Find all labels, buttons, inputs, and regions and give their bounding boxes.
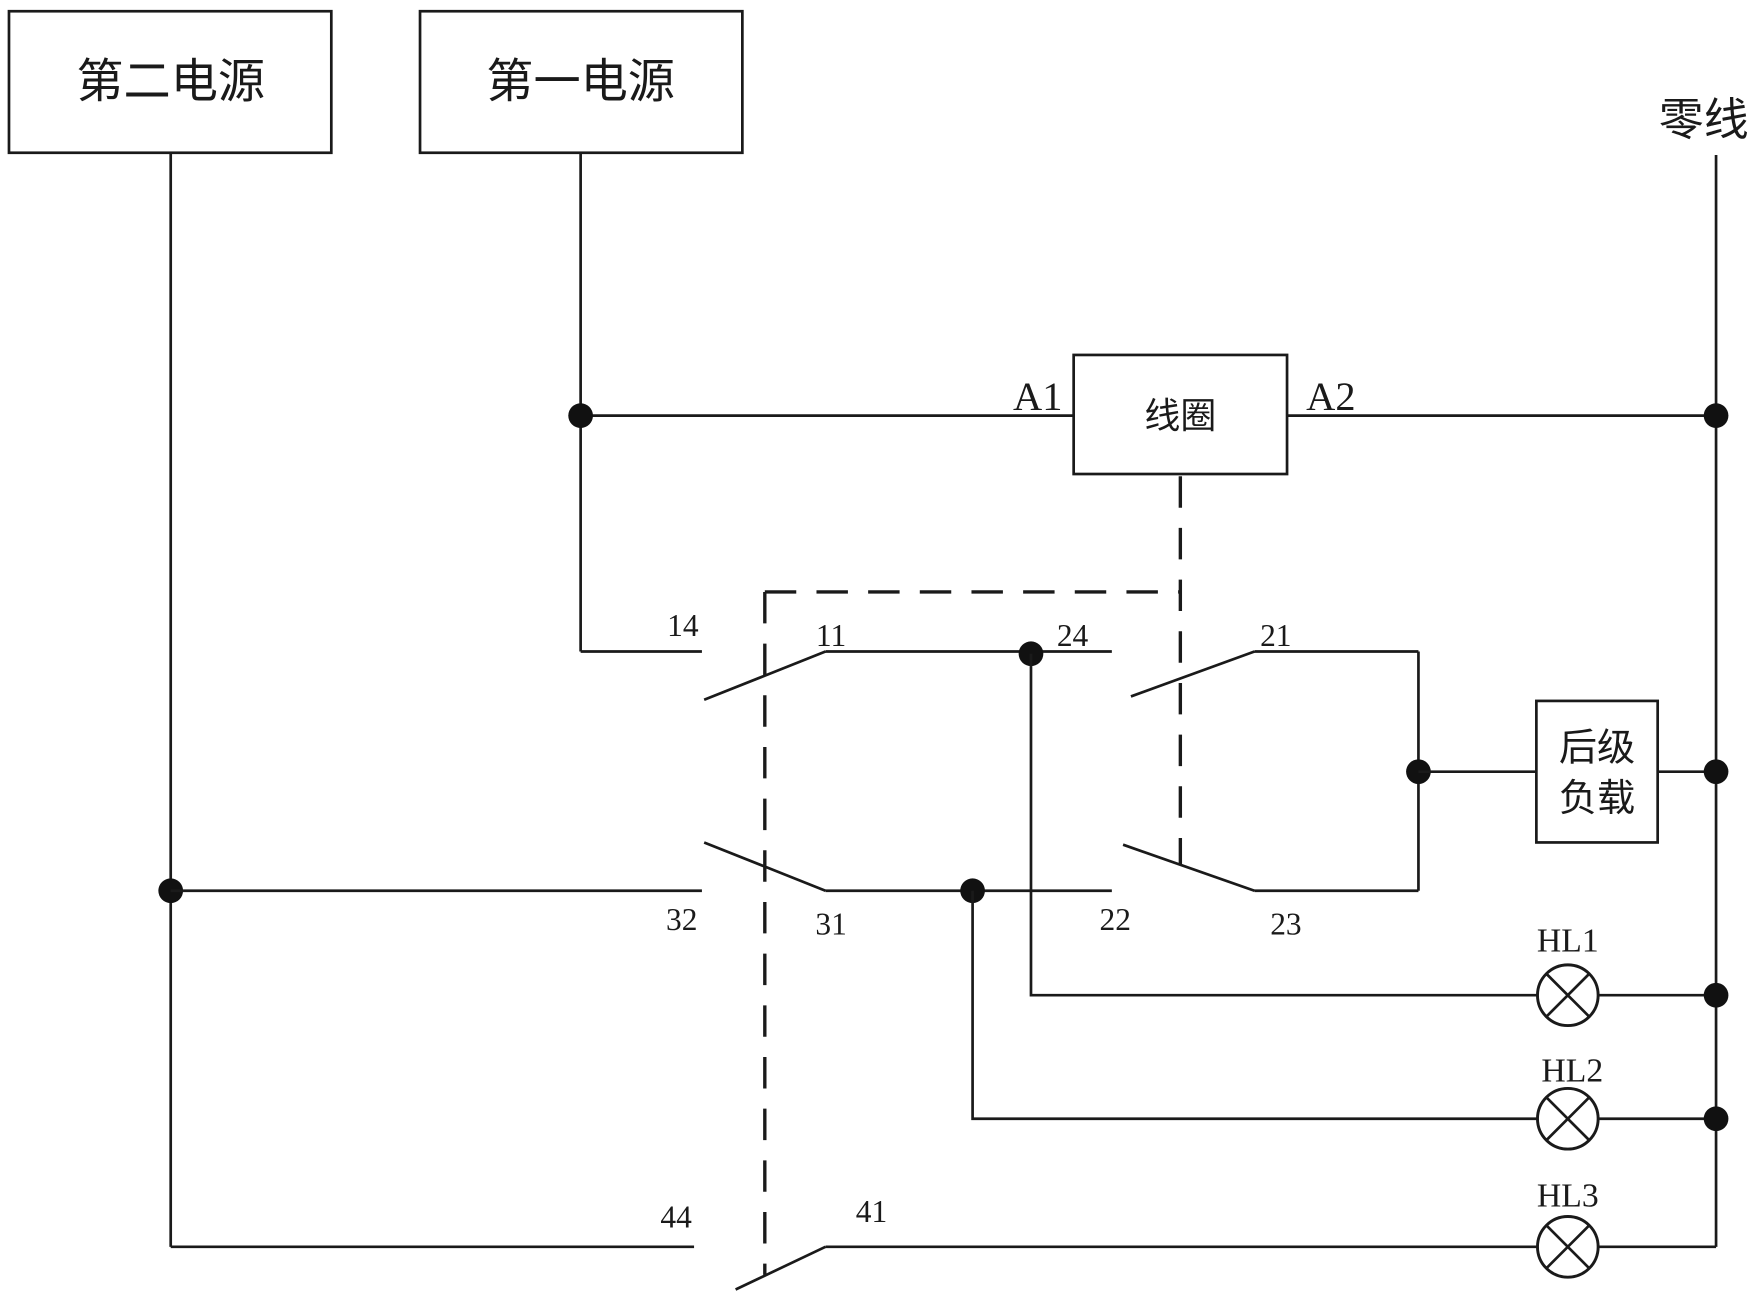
first-power-source-label: 第一电源 xyxy=(486,55,675,110)
junction-dot xyxy=(1703,1106,1729,1132)
contact-label-24: 24 xyxy=(1057,618,1089,653)
contact-label-41: 41 xyxy=(856,1194,887,1229)
coil-terminal-a2: A2 xyxy=(1306,374,1355,419)
second-power-source: 第二电源 xyxy=(7,9,333,155)
switch-blade xyxy=(1130,650,1255,698)
contact-label-32: 32 xyxy=(666,902,697,937)
contact-label-22: 22 xyxy=(1099,902,1130,937)
second-power-source-label: 第二电源 xyxy=(76,55,265,110)
lamp-hl3-label: HL3 xyxy=(1537,1177,1599,1214)
coil-terminal-a1: A1 xyxy=(1013,374,1062,419)
lamp-hl2-label: HL2 xyxy=(1541,1053,1603,1090)
coil-label: 线圈 xyxy=(1144,396,1216,437)
wire xyxy=(1029,653,1538,997)
neutral-label: 零线 xyxy=(1659,93,1749,146)
switch-blade xyxy=(1122,843,1255,893)
lamp-hl1-icon xyxy=(1536,963,1600,1028)
lamp-hl2-icon xyxy=(1536,1086,1600,1151)
contact-label-14: 14 xyxy=(667,608,699,643)
junction-dot xyxy=(1703,759,1729,785)
lamp-hl1-label: HL1 xyxy=(1537,922,1599,959)
switch-blade xyxy=(703,650,826,702)
junction-dot xyxy=(1703,982,1729,1008)
first-power-source: 第一电源 xyxy=(418,9,744,155)
first-power-source-box xyxy=(418,9,744,155)
junction-dot xyxy=(568,403,593,428)
coil-box xyxy=(1072,353,1289,476)
second-power-source-box xyxy=(7,9,333,155)
contact-label-31: 31 xyxy=(815,907,846,942)
switch-blade xyxy=(703,841,826,893)
load-box xyxy=(1535,699,1660,844)
switch-blade xyxy=(735,1245,827,1291)
contact-label-11: 11 xyxy=(816,618,846,653)
contact-label-23: 23 xyxy=(1270,907,1301,942)
contact-label-44: 44 xyxy=(660,1200,692,1235)
lamp-hl3-icon xyxy=(1536,1215,1600,1279)
wire xyxy=(971,890,1538,1121)
junction-dot xyxy=(1703,403,1729,428)
load-label-line2: 负载 xyxy=(1559,777,1635,821)
contact-label-21: 21 xyxy=(1260,618,1291,653)
load-label-line1: 后级 xyxy=(1559,726,1635,770)
